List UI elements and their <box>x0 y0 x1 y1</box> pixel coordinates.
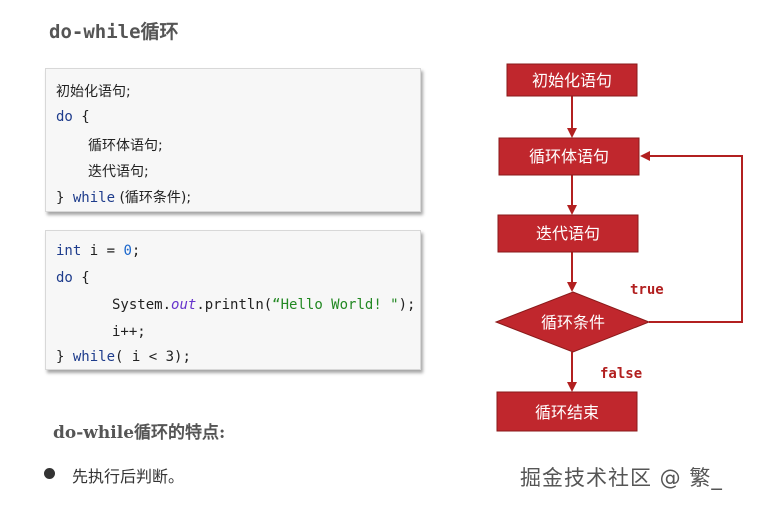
page-title: do-while循环 <box>49 21 179 43</box>
keyword-while: while <box>72 349 116 365</box>
init-box <box>506 63 638 97</box>
init-box-label: 初始化语句 <box>532 71 612 90</box>
var-decl: i = <box>81 243 124 259</box>
syntax-code-block: 初始化语句; do { 循环体语句; 迭代语句; } while (循环条件); <box>45 68 421 212</box>
arrow-true-loop-back <box>640 151 743 323</box>
while-condition: ( i < 3); <box>115 349 191 365</box>
false-label: false <box>600 366 642 382</box>
code-line-while: } while (循环条件); <box>56 187 191 207</box>
code-line-body: 循环体语句; <box>88 138 163 154</box>
brace-open: { <box>72 270 90 286</box>
end-box-label: 循环结束 <box>535 403 599 422</box>
watermark: 掘金技术社区 @ 繁_ <box>520 466 723 490</box>
loop-body-label: 循环体语句 <box>529 147 609 166</box>
println-call: .println( <box>196 297 273 313</box>
code-line-init: 初始化语句; <box>56 84 131 100</box>
code-line-iterate: 迭代语句; <box>88 164 149 180</box>
end-box <box>496 391 638 432</box>
condition-label: 循环条件 <box>541 313 605 332</box>
code-line-int: int i = 0; <box>56 243 140 259</box>
true-label: true <box>630 282 664 298</box>
bullet-icon <box>44 468 55 479</box>
example-code-block: int i = 0; do { System.out.println(“Hell… <box>45 230 421 370</box>
keyword-do: do <box>56 109 73 125</box>
code-line-do: do { <box>56 270 90 286</box>
code-line-do: do { <box>56 109 90 125</box>
out-field: out <box>171 297 197 313</box>
code-line-while: } while( i < 3); <box>56 349 191 365</box>
keyword-int: int <box>56 243 82 259</box>
number-literal: 0 <box>123 243 132 259</box>
features-heading: do-while循环的特点: <box>53 423 226 443</box>
while-condition: (循环条件); <box>115 190 192 206</box>
brace-close: } <box>56 349 73 365</box>
system-class: System. <box>112 297 172 313</box>
semicolon: ; <box>131 243 141 259</box>
keyword-do: do <box>56 270 73 286</box>
code-line-increment: i++; <box>112 324 146 340</box>
loop-body-box <box>498 137 640 176</box>
feature-item: 先执行后判断。 <box>72 467 185 486</box>
paren-close: ); <box>398 297 416 313</box>
code-line-println: System.out.println(“Hello World! "); <box>112 297 415 313</box>
iterate-box-label: 迭代语句 <box>536 224 600 243</box>
string-literal: “Hello World! " <box>272 297 399 313</box>
brace-close: } <box>56 190 73 206</box>
condition-diamond <box>494 291 651 353</box>
iterate-box <box>497 214 639 253</box>
keyword-while: while <box>72 190 116 206</box>
brace-open: { <box>72 109 90 125</box>
